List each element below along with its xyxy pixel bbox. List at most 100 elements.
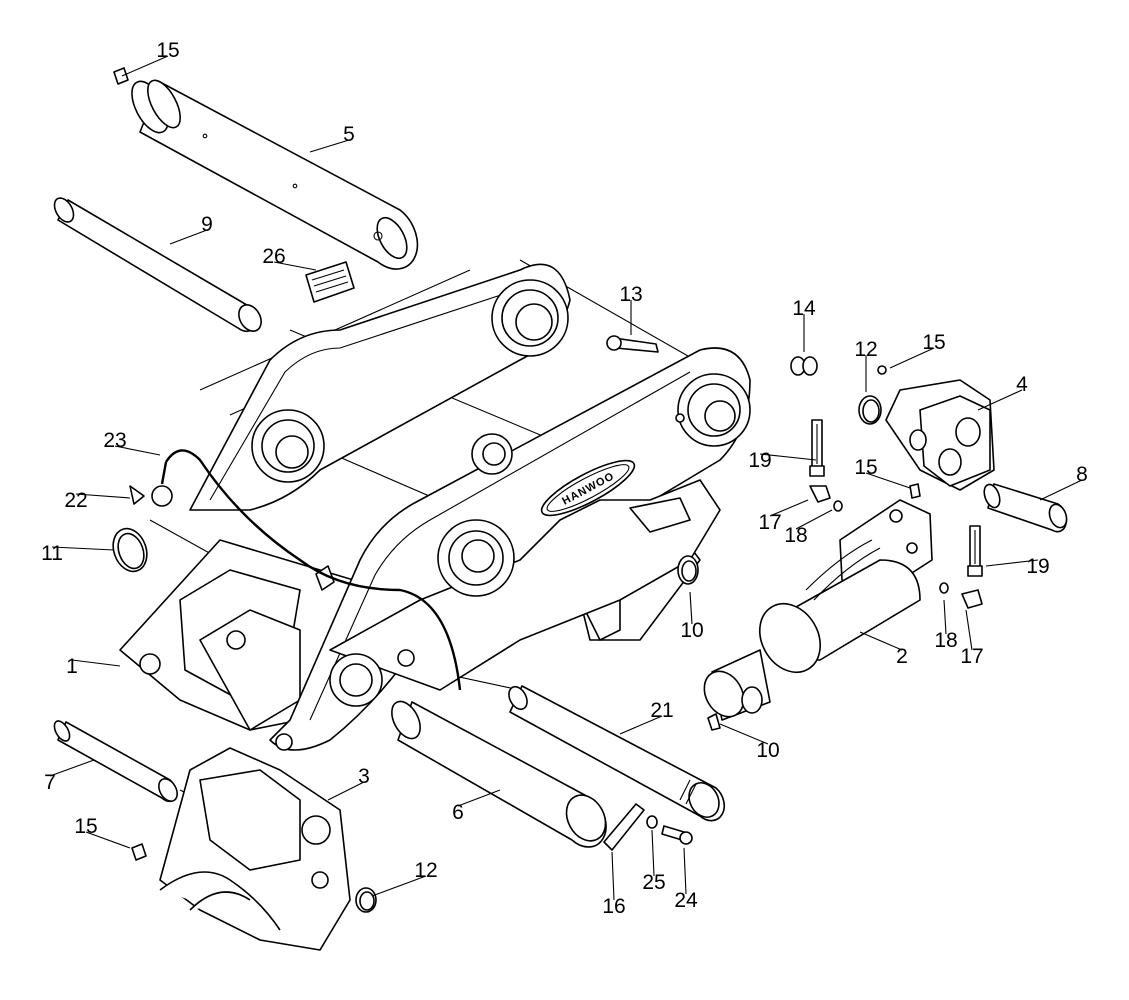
- leader-line-c10a: [689, 591, 693, 625]
- part-17-elbow-a: [809, 485, 831, 503]
- leader-line-c15b: [889, 347, 935, 369]
- part-16-link: [603, 803, 645, 851]
- leader-line-c26: [273, 261, 317, 271]
- part-23-cable: [151, 449, 462, 691]
- leader-line-c19a: [759, 453, 817, 461]
- callout-c19a: 19: [748, 449, 771, 472]
- leader-line-c16: [611, 851, 615, 901]
- callout-c21: 21: [650, 699, 673, 722]
- leader-line-c18a: [795, 509, 833, 530]
- part-22-split-pin: [129, 485, 145, 505]
- callout-c15d: 15: [74, 815, 97, 838]
- part-19-hose-a: [809, 419, 825, 477]
- part-15-grease-fitting-c: [909, 483, 921, 499]
- part-6-pin: [391, 700, 607, 848]
- leader-line-c6: [457, 789, 501, 807]
- callout-c12b: 12: [414, 859, 437, 882]
- callout-c10a: 10: [680, 619, 703, 642]
- callout-c23: 23: [103, 429, 126, 452]
- leader-line-c12b: [371, 875, 427, 897]
- callout-c18a: 18: [784, 524, 807, 547]
- part-12-ring-a: [858, 395, 882, 425]
- callout-c17a: 17: [758, 511, 781, 534]
- callout-c19b: 19: [1026, 555, 1049, 578]
- leader-line-c17a: [769, 499, 809, 517]
- part-3-hook-bracket: [159, 747, 351, 951]
- leader-line-c11: [51, 546, 115, 551]
- leader-line-c3: [327, 781, 365, 801]
- callout-c26: 26: [262, 245, 285, 268]
- leader-line-c23: [114, 445, 161, 456]
- leader-line-c15d: [85, 831, 131, 849]
- callout-c22: 22: [64, 489, 87, 512]
- leader-line-c15a: [121, 55, 169, 77]
- callout-c12a: 12: [854, 338, 877, 361]
- leader-line-c4: [977, 389, 1023, 411]
- leader-line-c22: [75, 493, 131, 499]
- part-26-label-plate: [305, 261, 355, 303]
- part-17-elbow-b: [961, 589, 983, 609]
- part-10-ring-b: [707, 713, 721, 731]
- leader-line-c18b: [943, 599, 947, 635]
- part-14-nuts: [790, 356, 818, 376]
- part-18-oring-b: [939, 582, 949, 594]
- leader-line-c7: [49, 759, 95, 777]
- part-2-hydraulic-cylinder: [703, 499, 933, 721]
- leader-line-c1: [71, 659, 121, 667]
- part-1-main-frame: HANWOO: [119, 263, 751, 751]
- leader-line-c17b: [965, 609, 973, 651]
- callout-c18b: 18: [934, 629, 957, 652]
- part-10-ring-a: [677, 555, 699, 585]
- callout-c9: 9: [201, 213, 213, 236]
- leader-line-c9: [169, 229, 208, 245]
- leader-line-c21: [619, 715, 663, 735]
- part-11-snap-ring: [112, 527, 148, 573]
- part-15-grease-fitting-a: [113, 67, 129, 85]
- part-18-oring-a: [833, 500, 843, 512]
- callout-c3: 3: [358, 765, 370, 788]
- leader-line-c15c: [865, 472, 911, 489]
- callout-c2: 2: [896, 645, 908, 668]
- part-12-ring-b: [355, 887, 377, 913]
- leader-line-c8: [1039, 479, 1083, 501]
- part-21-pin: [508, 685, 726, 822]
- part-15-grease-fitting-d: [131, 843, 147, 861]
- callout-c11: 11: [41, 542, 63, 565]
- leader-line-c19b: [985, 559, 1039, 567]
- callout-c25: 25: [642, 871, 665, 894]
- callout-c14: 14: [792, 297, 816, 320]
- part-15-grease-fitting-b: [877, 365, 887, 375]
- callout-c15c: 15: [854, 456, 877, 479]
- callout-c15a: 15: [156, 39, 179, 62]
- callout-c6: 6: [452, 801, 464, 824]
- part-9-pin: [53, 197, 262, 333]
- part-24-bolt: [661, 825, 693, 845]
- callout-c16: 16: [602, 895, 625, 918]
- leader-line-c2: [859, 631, 903, 651]
- part-5-main-pin: [131, 79, 419, 270]
- callout-c4: 4: [1016, 373, 1028, 396]
- part-25-washer: [646, 815, 658, 829]
- part-8-pin: [983, 483, 1068, 533]
- part-13-bolt: [606, 335, 659, 353]
- callout-c7: 7: [44, 771, 56, 794]
- callout-c15b: 15: [922, 331, 945, 354]
- part-19-hose-b: [967, 525, 983, 577]
- callout-c13: 13: [619, 283, 642, 306]
- callout-c5: 5: [343, 123, 355, 146]
- callout-c8: 8: [1076, 463, 1088, 486]
- leader-line-c25: [651, 829, 655, 877]
- leader-lines: [49, 55, 1083, 901]
- leader-line-c5: [309, 139, 350, 153]
- callout-c10b: 10: [756, 739, 779, 762]
- callout-c17b: 17: [960, 645, 983, 668]
- leader-line-c24: [683, 847, 687, 895]
- callout-c1: 1: [66, 655, 78, 678]
- callout-c24: 24: [674, 889, 698, 912]
- leader-line-c10b: [719, 723, 769, 745]
- part-7-pin: [53, 720, 178, 803]
- part-4-lock-block: [885, 379, 995, 491]
